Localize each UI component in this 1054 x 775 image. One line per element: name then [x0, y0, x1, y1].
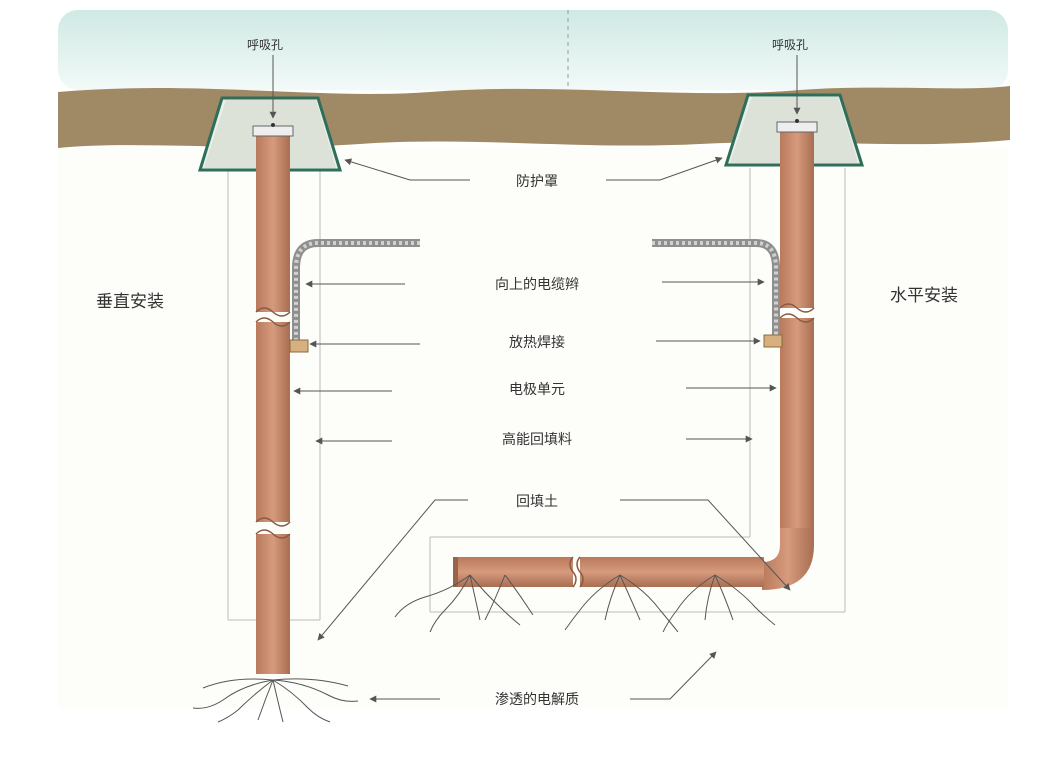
left-weld-point [289, 339, 309, 353]
leader-lines [269, 55, 801, 703]
backfill-soil-label: 回填土 [516, 494, 558, 510]
electrolyte-label: 渗透的电解质 [495, 692, 579, 708]
right-electrolyte-roots [394, 574, 776, 633]
right-electrode-pipe [453, 119, 818, 590]
backfill-material-label: 高能回填料 [502, 432, 572, 448]
breather-hole-label-left: 呼吸孔 [246, 38, 284, 52]
breather-hole-label-right: 呼吸孔 [771, 38, 809, 52]
right-weld-point [763, 334, 783, 348]
horizontal-install-label: 水平安装 [890, 286, 958, 306]
left-electrolyte-roots [192, 678, 359, 723]
protective-cover-label: 防护罩 [516, 174, 558, 190]
cable-pigtail-label: 向上的电缆辫 [495, 277, 579, 293]
exothermic-weld-label: 放热焊接 [509, 335, 565, 351]
left-electrode-pipe [252, 123, 294, 674]
vertical-install-label: 垂直安装 [96, 292, 164, 312]
sky-band [58, 10, 1008, 90]
backfill-zone-bg [58, 148, 1008, 708]
ground-layer [58, 86, 1010, 148]
electrode-unit-label: 电极单元 [509, 382, 565, 398]
